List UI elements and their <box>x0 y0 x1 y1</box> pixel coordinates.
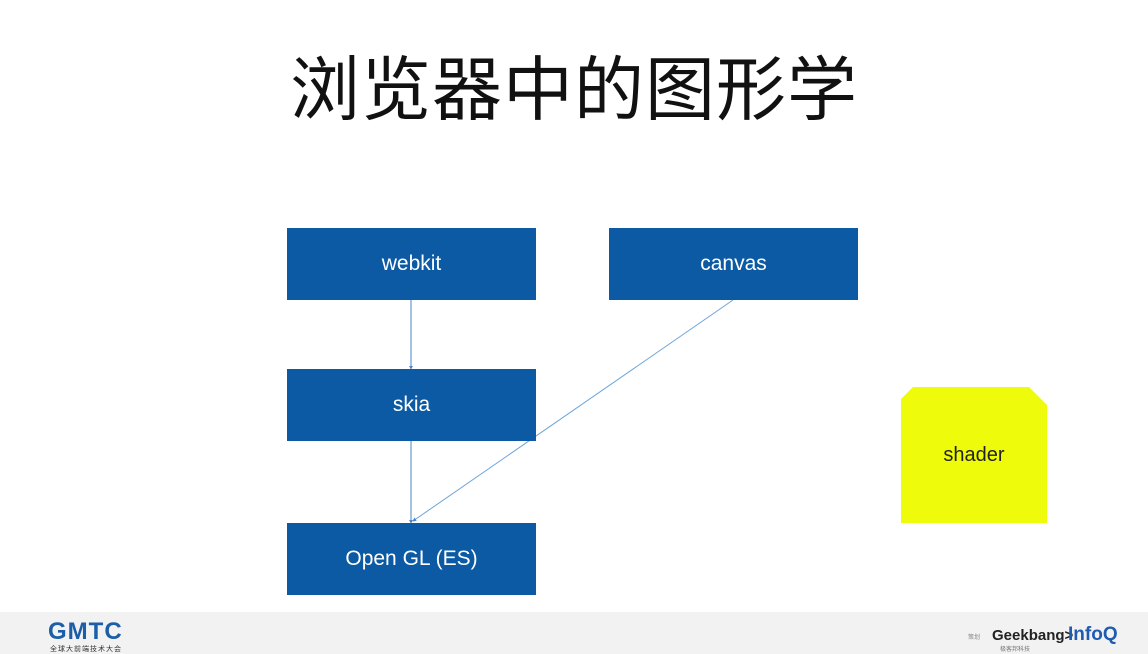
gmtc-logo: GMTC <box>48 618 123 645</box>
node-canvas: canvas <box>609 228 858 300</box>
slide-title: 浏览器中的图形学 <box>290 49 858 131</box>
node-skia: skia <box>287 369 536 441</box>
node-canvas-label: canvas <box>700 252 767 275</box>
node-skia-label: skia <box>392 393 431 416</box>
geekbang-logo-subtitle: 极客邦科技 <box>1000 646 1031 653</box>
node-opengl-label: Open GL (ES) <box>345 547 478 570</box>
infoq-logo: InfoQ <box>1068 624 1118 645</box>
geekbang-logo: Geekbang> <box>992 627 1074 644</box>
gmtc-logo-subtitle: 全球大前端技术大会 <box>50 645 122 653</box>
node-webkit: webkit <box>287 228 536 300</box>
organizer-label: 策划 <box>968 634 981 641</box>
node-webkit-label: webkit <box>381 252 442 275</box>
node-shader-label: shader <box>943 443 1005 466</box>
node-shader: shader <box>901 387 1047 523</box>
node-opengl: Open GL (ES) <box>287 523 536 595</box>
footer-bar <box>0 612 1148 654</box>
edge-canvas-opengl <box>412 299 734 522</box>
